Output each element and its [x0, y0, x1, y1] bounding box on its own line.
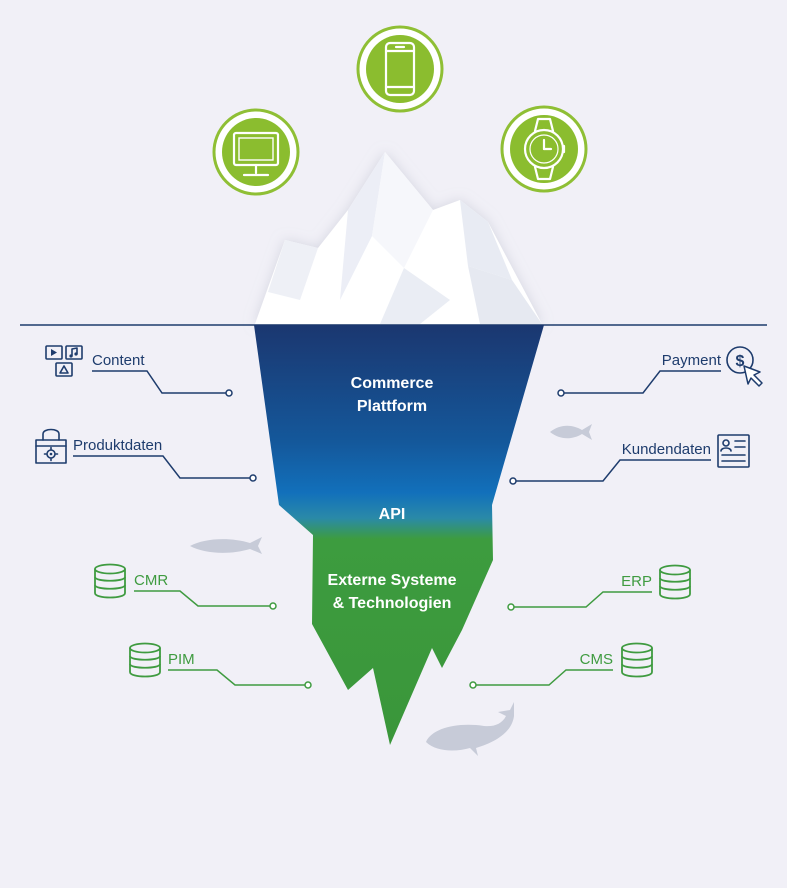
monitor-icon [212, 108, 300, 196]
erp-label: ERP [621, 573, 652, 590]
cms-label: CMS [580, 651, 613, 668]
pim-item: PIM [129, 642, 312, 689]
erp-item: ERP [507, 564, 691, 611]
api-label: API [379, 506, 406, 523]
payment-dollar-cursor-icon: $ [726, 346, 763, 387]
database-icon [94, 563, 126, 599]
payment-item: $ Payment [557, 346, 763, 397]
commerce-platform-label-line1: Commerce [351, 375, 434, 392]
database-icon [659, 564, 691, 600]
cmr-item: CMR [94, 563, 277, 610]
fish-silhouette [550, 424, 592, 440]
cms-item: CMS [469, 642, 653, 689]
smartwatch-icon [500, 105, 588, 193]
iceberg-tip [255, 152, 542, 324]
database-icon [129, 642, 161, 678]
produktdaten-label: Produktdaten [73, 437, 162, 454]
external-systems-label-line2: & Technologien [333, 595, 452, 612]
iceberg-underwater [254, 325, 544, 745]
kundendaten-item: Kundendaten [509, 434, 750, 485]
cmr-label: CMR [134, 572, 168, 589]
smartphone-icon [356, 25, 444, 113]
content-item: Content [45, 345, 233, 397]
whale-silhouette [426, 702, 514, 756]
product-box-gear-icon [35, 428, 67, 464]
content-label: Content [92, 352, 145, 369]
commerce-platform-label-line2: Plattform [357, 398, 427, 415]
svg-text:$: $ [736, 353, 745, 370]
media-icon [45, 345, 83, 377]
kundendaten-label: Kundendaten [622, 441, 711, 458]
payment-label: Payment [662, 352, 722, 369]
database-icon [621, 642, 653, 678]
customer-data-form-icon [717, 434, 750, 468]
external-systems-label-line1: Externe Systeme [328, 572, 457, 589]
pim-label: PIM [168, 651, 195, 668]
produktdaten-item: Produktdaten [35, 428, 257, 482]
fish-silhouette [190, 537, 262, 554]
